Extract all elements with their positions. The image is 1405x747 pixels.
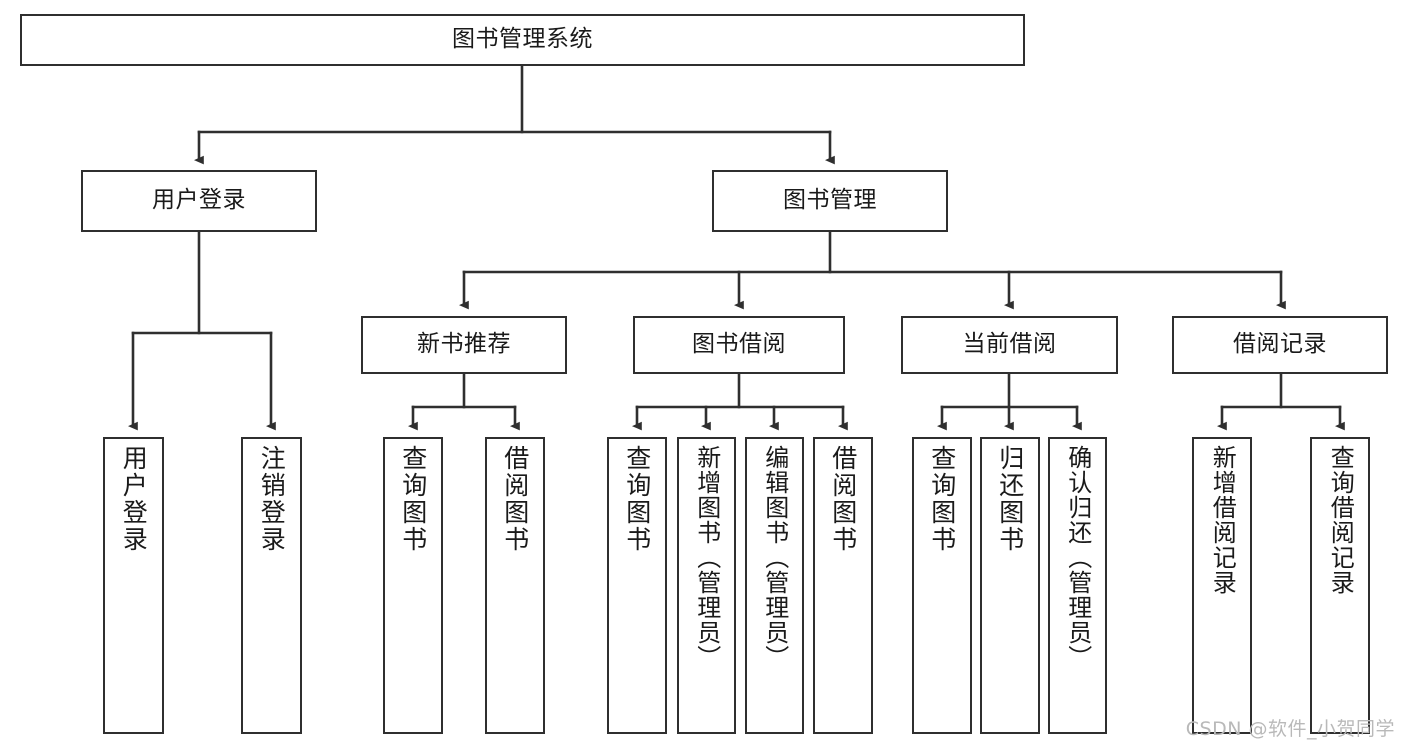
node-root-label: 图书管理系统: [452, 26, 593, 53]
leaf-query-book-3[interactable]: 查询图书: [912, 437, 972, 734]
leaf-return-book[interactable]: 归还图书: [980, 437, 1040, 734]
leaf-query-record[interactable]: 查询借阅记录: [1310, 437, 1370, 734]
leaf-add-book[interactable]: 新增图书（管理员）: [677, 437, 736, 734]
leaf-query-book-2[interactable]: 查询图书: [607, 437, 667, 734]
leaf-return-book-label: 归还图书: [995, 445, 1025, 553]
leaf-query-book-1-label: 查询图书: [398, 445, 428, 553]
leaf-borrow-book-1[interactable]: 借阅图书: [485, 437, 545, 734]
node-book-borrow[interactable]: 图书借阅: [633, 316, 845, 374]
leaf-query-book-1[interactable]: 查询图书: [383, 437, 443, 734]
leaf-edit-book[interactable]: 编辑图书（管理员）: [745, 437, 804, 734]
csdn-watermark: CSDN @软件_小贺同学: [1185, 718, 1395, 740]
leaf-user-login-label: 用户登录: [119, 445, 149, 553]
node-current-borrow[interactable]: 当前借阅: [901, 316, 1118, 374]
node-current-borrow-label: 当前借阅: [962, 331, 1057, 358]
leaf-edit-book-label: 编辑图书（管理员）: [760, 445, 789, 670]
leaf-query-record-label: 查询借阅记录: [1326, 445, 1355, 595]
node-root[interactable]: 图书管理系统: [20, 14, 1025, 66]
leaf-confirm-return-label: 确认归还（管理员）: [1063, 445, 1092, 670]
leaf-borrow-book-1-label: 借阅图书: [500, 445, 530, 553]
node-new-book-recommend[interactable]: 新书推荐: [361, 316, 567, 374]
leaf-user-login[interactable]: 用户登录: [103, 437, 164, 734]
node-book-manage-label: 图书管理: [783, 187, 877, 214]
leaf-borrow-book-2[interactable]: 借阅图书: [813, 437, 873, 734]
node-book-manage[interactable]: 图书管理: [712, 170, 948, 232]
node-new-book-recommend-label: 新书推荐: [417, 331, 511, 358]
node-user-login[interactable]: 用户登录: [81, 170, 317, 232]
leaf-add-record[interactable]: 新增借阅记录: [1192, 437, 1252, 734]
node-borrow-record-label: 借阅记录: [1233, 331, 1327, 358]
leaf-query-book-2-label: 查询图书: [622, 445, 652, 553]
leaf-add-record-label: 新增借阅记录: [1208, 445, 1237, 595]
leaf-query-book-3-label: 查询图书: [927, 445, 957, 553]
node-user-login-label: 用户登录: [152, 187, 246, 214]
node-book-borrow-label: 图书借阅: [692, 331, 786, 358]
leaf-logout-login-label: 注销登录: [257, 445, 287, 553]
leaf-borrow-book-2-label: 借阅图书: [828, 445, 858, 553]
leaf-logout-login[interactable]: 注销登录: [241, 437, 302, 734]
leaf-confirm-return[interactable]: 确认归还（管理员）: [1048, 437, 1107, 734]
node-borrow-record[interactable]: 借阅记录: [1172, 316, 1388, 374]
leaf-add-book-label: 新增图书（管理员）: [692, 445, 721, 670]
